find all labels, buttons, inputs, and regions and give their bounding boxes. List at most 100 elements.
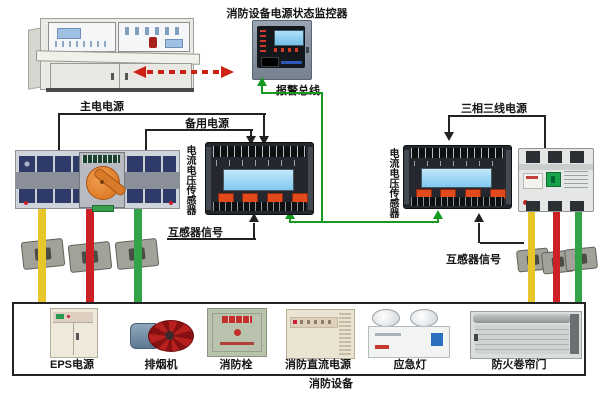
arrowhead-left [133,66,146,78]
console-screen-small [165,39,183,48]
phase-wire-red-right-overlay [553,248,560,276]
ats-indicator [24,201,28,205]
console-panel-right [118,22,190,52]
wire-segment [58,114,60,152]
shutter-slats [475,325,569,354]
arrowhead-to-monitor [257,77,267,86]
wire-segment [448,115,450,133]
breaker-terminal [526,201,540,211]
ats-handle-hub [100,180,104,184]
sensor-flange [206,147,212,210]
sensor-flange [404,149,410,205]
sensor-ticks [215,160,304,167]
ats-transfer-switch [15,150,180,212]
breaker-label-plate [523,173,543,189]
shutter-side-guide [570,314,579,354]
wire-segment [544,115,546,150]
shutter-roller-drum [473,314,571,323]
ats-connector [92,205,114,212]
breaker-indicator [523,200,528,205]
voltage-current-sensor-right [403,145,512,209]
monitor-slot [261,57,279,67]
sensor-terminals-top [411,148,504,159]
equipment-label-fan: 排烟机 [144,359,178,371]
ct-signal-left-label: 互感器信号 [168,227,223,239]
wire-segment [250,129,252,137]
arrowhead-right [221,66,234,78]
breaker-switch-slit [551,176,555,183]
voltage-current-sensor-center [205,142,314,215]
phase-wire-yellow-right-overlay [528,246,535,274]
console-door-divider [119,64,120,89]
eps-display [56,314,64,319]
lamp-head [372,309,400,327]
monitor-face [257,26,305,68]
console-door-handle [111,73,114,80]
dc-power-strip [290,317,338,328]
backup-power-label: 备用电源 [185,118,229,130]
emergency-light [365,308,451,358]
arrowhead-up [249,213,259,222]
hydrant-inner-panel [212,313,262,352]
equipment-label-emergency-light: 应急灯 [393,359,427,371]
breaker-band [519,164,593,170]
fire-roller-shutter [470,311,582,359]
monitor-lcd [274,30,304,46]
eps-door-seam [73,323,74,355]
monitor-buttons [274,48,302,52]
console-buttons-row [55,41,107,47]
sensor-left-caption: 电流电压传感器 [184,145,195,215]
wire-segment [253,223,255,239]
wire-segment [478,223,480,243]
sensor-ticks [413,160,502,167]
wire-segment [145,129,253,131]
console-door-handle [125,73,128,80]
dc-power-led [293,320,297,324]
lamp-head [410,309,438,327]
phase-wire-yellow-left-overlay [38,238,46,272]
arrowhead-down [259,136,269,145]
console-panel-left [48,22,116,52]
hydrant-red-text-band [222,316,252,323]
sensor-lcd [223,168,294,192]
wire-segment [480,242,524,244]
console-base [46,88,194,92]
ats-indicator [169,201,173,205]
fire-hydrant-cabinet [207,308,267,357]
fire-equipment-group-label: 消防设备 [309,378,353,390]
equipment-label-roller-door: 防火卷帘门 [491,359,547,371]
wire-segment [263,113,265,137]
three-phase-label: 三相三线电源 [461,103,527,115]
eps-led [67,315,70,318]
phase-wire-green-left-overlay [134,238,142,272]
wire-segment [145,130,147,152]
breaker-terminal [526,151,540,163]
smoke-exhaust-fan [130,320,194,352]
wire-segment [321,92,323,223]
wire-segment [261,85,263,94]
wire-segment [449,115,546,117]
eps-handle [76,333,79,340]
wire-segment [58,113,266,115]
console-screen [57,28,81,39]
sensor-lcd [421,168,492,189]
eps-cabinet [50,308,98,358]
arrowhead-up [474,213,484,222]
equipment-label-hydrant: 消防栓 [219,359,253,371]
sensor-terminals-bottom [213,201,306,212]
sensor-flange [505,149,511,205]
breaker-brand-mark [526,176,538,179]
sensor-right-caption: 电流电压传感器 [387,148,398,218]
wire-segment [261,92,323,94]
main-power-label: 主电电源 [80,101,124,113]
wire-segment [167,238,256,240]
ct-signal-right-label: 互感器信号 [446,254,501,266]
sensor-flange [307,147,313,210]
fire-dc-power [286,309,355,359]
dashed-line [147,70,223,74]
phase-wire-red-left-overlay [86,241,94,275]
control-console [28,18,201,94]
fire-equipment-box [12,302,586,376]
wire-segment [437,218,439,223]
